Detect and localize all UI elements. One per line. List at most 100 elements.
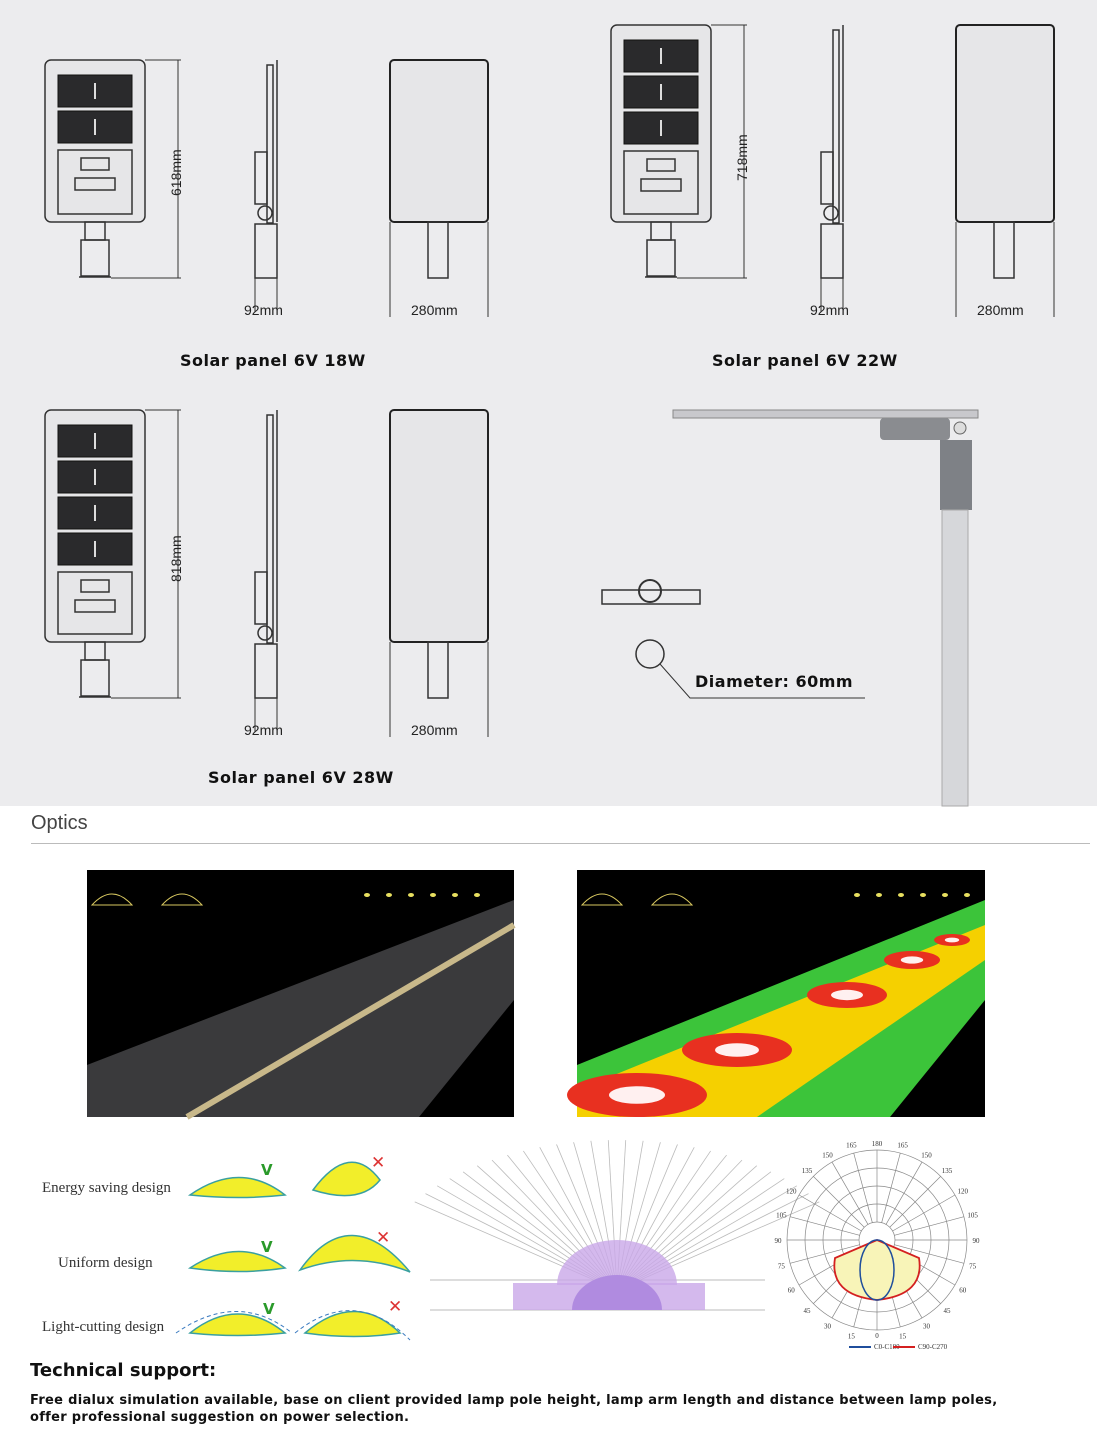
depth-dimension: 92mm	[244, 722, 283, 738]
polar-angle-label: 105	[776, 1211, 787, 1219]
legend-label: C90-C270	[918, 1343, 948, 1351]
height-dimension: 718mm	[734, 134, 750, 181]
street-light-dot	[408, 893, 414, 897]
polar-angle-label: 150	[822, 1151, 833, 1159]
technical-support-text: offer professional suggestion on power s…	[30, 1410, 410, 1425]
width-dimension: 280mm	[411, 722, 458, 738]
street-light-dot	[386, 893, 392, 897]
pole-diameter-label: Diameter: 60mm	[695, 672, 854, 691]
optics-heading: Optics	[31, 812, 88, 834]
road-surface	[87, 900, 514, 1117]
sensor-window	[80, 157, 110, 171]
back-bracket	[427, 641, 449, 699]
label-plate	[640, 178, 682, 192]
battery-box	[254, 571, 268, 625]
lamp-arm-head	[672, 409, 979, 419]
polar-angle-label: 165	[897, 1141, 908, 1149]
dimension-drawings-section	[0, 0, 1097, 806]
pivot-joint	[823, 205, 839, 221]
polar-angle-label: 30	[824, 1323, 832, 1331]
light-cutting-good-shape	[188, 1313, 287, 1337]
technical-support-text: Free dialux simulation available, base o…	[30, 1393, 998, 1408]
heat-center	[944, 937, 960, 943]
polar-grid-spoke	[789, 1216, 860, 1236]
street-light-dot	[942, 893, 948, 897]
technical-support-heading: Technical support:	[30, 1360, 217, 1381]
c90-c270-curve	[833, 1239, 921, 1301]
pole-sleeve	[80, 239, 110, 277]
polar-angle-label: 120	[957, 1188, 968, 1196]
legend-c90-c270: C90-C270	[893, 1343, 947, 1351]
street-light-dot	[876, 893, 882, 897]
pole-sleeve	[80, 659, 110, 697]
good-check-mark: V	[263, 1300, 275, 1318]
energy-saving-bad-shape	[311, 1161, 381, 1197]
polar-grid-spoke	[831, 1161, 869, 1225]
label-plate	[74, 177, 116, 191]
optics-divider	[31, 843, 1090, 844]
bracket	[650, 221, 672, 241]
legend-label: C0-C180	[874, 1343, 900, 1351]
lamp-housing	[880, 418, 950, 440]
led-module	[623, 39, 699, 73]
lamp-side-view	[832, 29, 840, 224]
back-bracket	[427, 221, 449, 279]
clamp-ring	[638, 579, 662, 603]
sensor-window	[80, 579, 110, 593]
pole-clamp-drawing	[601, 589, 701, 605]
pole-connector	[940, 440, 972, 510]
width-dimension: 280mm	[411, 302, 458, 318]
polar-grid-spoke	[853, 1152, 873, 1223]
polar-angle-label: 135	[942, 1167, 953, 1175]
back-bracket	[993, 221, 1015, 279]
polar-angle-label: 90	[973, 1237, 981, 1245]
side-pole-sleeve	[254, 223, 278, 279]
polar-angle-label: 105	[967, 1211, 978, 1219]
polar-angle-label: 0	[875, 1332, 879, 1340]
heat-center	[715, 1043, 759, 1057]
lamp-side-view	[266, 64, 274, 224]
c0-c180-curve	[859, 1239, 895, 1301]
polar-angle-label: 15	[848, 1333, 856, 1341]
street-light-dot	[430, 893, 436, 897]
control-box	[623, 150, 699, 215]
light-distribution-icon	[90, 893, 204, 906]
legend-c0-c180: C0-C180	[849, 1343, 900, 1351]
design-label: Uniform design	[58, 1255, 153, 1271]
bad-cross-mark: ✕	[371, 1153, 386, 1173]
good-check-mark: V	[261, 1161, 273, 1179]
polar-angle-label: 150	[921, 1151, 932, 1159]
heat-yellow	[577, 925, 985, 1117]
control-box	[57, 571, 133, 635]
lamp-side-view	[266, 414, 274, 644]
model-caption: Solar panel 6V 18W	[180, 351, 366, 370]
design-label: Light-cutting design	[42, 1319, 165, 1335]
solar-panel-back	[389, 59, 489, 223]
polar-grid-spoke	[885, 1161, 923, 1225]
height-dimension: 818mm	[168, 535, 184, 582]
street-light-dot	[898, 893, 904, 897]
polar-angle-label: 45	[944, 1307, 952, 1315]
polar-angle-label: 75	[778, 1263, 786, 1271]
street-light-dot	[452, 893, 458, 897]
lamp-drawing	[44, 59, 489, 317]
light-cutting-bad-shape	[303, 1310, 402, 1338]
height-dimension: 618mm	[168, 149, 184, 196]
bracket	[84, 221, 106, 241]
polar-angle-label: 165	[846, 1141, 857, 1149]
solar-panel-back	[389, 409, 489, 643]
polar-angle-label: 45	[803, 1307, 811, 1315]
legend-swatch	[893, 1346, 915, 1349]
pole-sleeve	[646, 239, 676, 277]
street-light-dot	[964, 893, 970, 897]
cutoff-dashed-line	[294, 1310, 411, 1341]
street-light-dot	[854, 893, 860, 897]
depth-dimension: 92mm	[244, 302, 283, 318]
led-module	[57, 74, 133, 108]
width-dimension: 280mm	[977, 302, 1024, 318]
polar-angle-label: 75	[969, 1263, 977, 1271]
polar-angle-label: 60	[959, 1287, 967, 1295]
polar-grid-spoke	[881, 1152, 901, 1223]
battery-box	[820, 151, 834, 205]
polar-angle-label: 90	[775, 1237, 783, 1245]
